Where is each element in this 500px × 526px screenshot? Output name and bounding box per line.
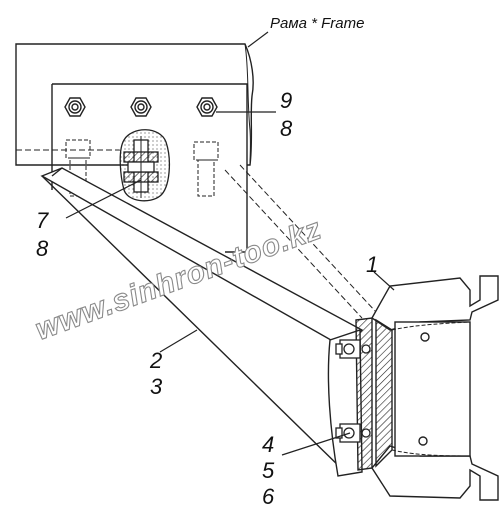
callout-5: 5 <box>262 458 275 483</box>
callout-6: 6 <box>262 484 275 509</box>
callout-9: 9 <box>280 88 292 113</box>
callout-1: 1 <box>366 252 378 277</box>
bolt-head-2 <box>130 97 152 117</box>
callout-8-top: 8 <box>280 116 293 141</box>
bolt-head-1 <box>64 97 86 117</box>
bolt-head-3 <box>196 97 218 117</box>
callout-4: 4 <box>262 432 274 457</box>
channel-bracket <box>371 275 499 501</box>
callout-8-left: 8 <box>36 236 49 261</box>
leader-lines <box>65 31 395 456</box>
callout-7: 7 <box>36 208 49 233</box>
section-cutout <box>119 129 171 202</box>
lower-bolt-upper <box>335 339 371 359</box>
callout-2: 2 <box>149 348 162 373</box>
bolt-heads-row <box>64 97 218 117</box>
frame-caption: Рама * Frame <box>270 15 364 32</box>
callout-3: 3 <box>150 374 163 399</box>
